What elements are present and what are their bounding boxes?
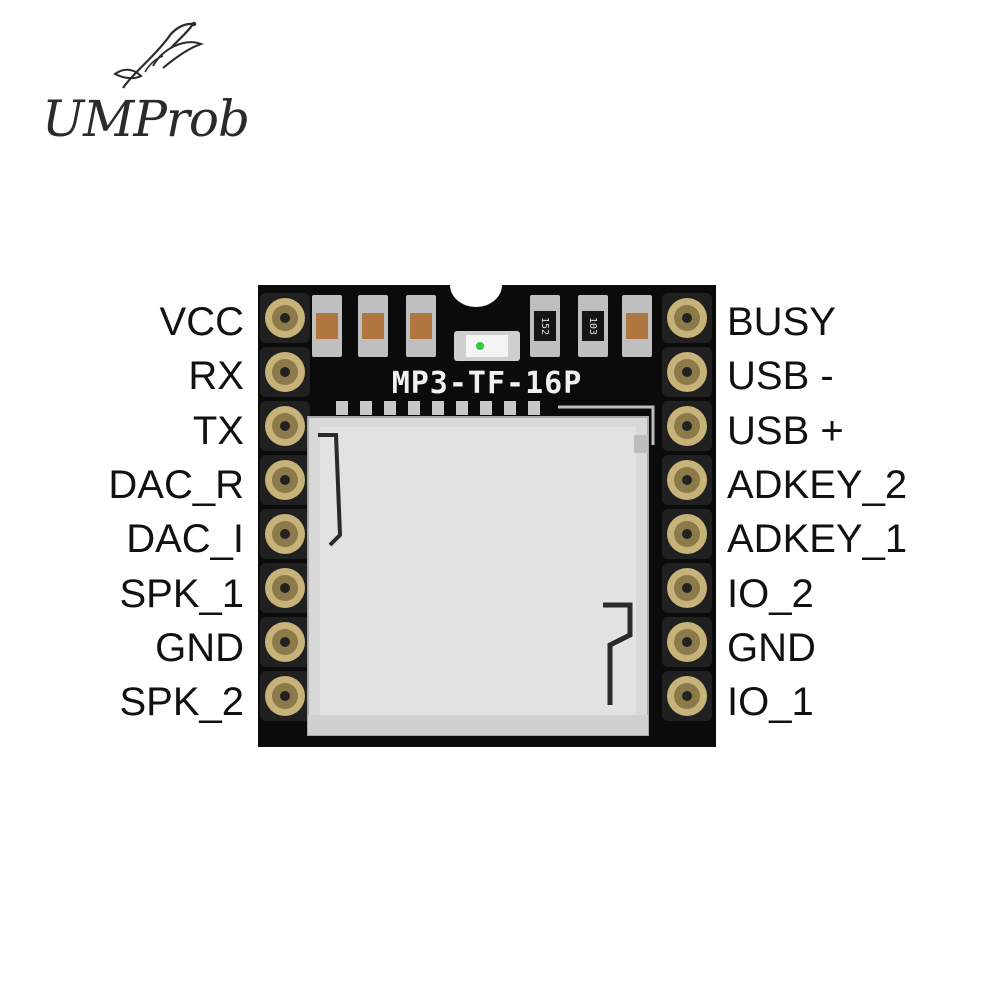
pin-label-right-6: IO_2 xyxy=(727,572,814,616)
pin-label-right-8: IO_1 xyxy=(727,680,814,724)
pin-label-left-1: VCC xyxy=(159,300,244,344)
pin-label-left-2: RX xyxy=(188,354,244,398)
pin-label-right-5: ADKEY_1 xyxy=(727,517,908,561)
status-led xyxy=(454,331,520,361)
micro-sd-card-slot xyxy=(307,416,649,736)
butterfly-logo-icon xyxy=(113,21,204,89)
pin-label-right-4: ADKEY_2 xyxy=(727,463,908,507)
resistor-marking-152: 152 xyxy=(539,317,550,335)
smd-component xyxy=(358,295,388,357)
module-silkscreen-label: MP3-TF-16P xyxy=(392,366,583,401)
pin-label-left-6: SPK_1 xyxy=(119,572,244,616)
pin-label-left-5: DAC_I xyxy=(126,517,244,561)
smd-resistor: 152 xyxy=(530,295,560,357)
pcb-trace xyxy=(558,405,655,445)
pin-label-left-3: TX xyxy=(192,409,244,453)
smd-component xyxy=(312,295,342,357)
pin-label-left-8: SPK_2 xyxy=(119,680,244,724)
brand-name: UMProb xyxy=(42,90,250,148)
smd-resistor: 103 xyxy=(578,295,608,357)
pin-label-right-2: USB - xyxy=(727,354,834,398)
smd-component xyxy=(622,295,652,357)
pin-label-left-4: DAC_R xyxy=(108,463,244,507)
right-pin-header xyxy=(662,293,712,721)
brand-logo: UMProb xyxy=(38,18,250,148)
mp3-module-board: 152 103 MP3-TF-16P xyxy=(258,285,716,747)
pin-label-left-7: GND xyxy=(155,626,244,670)
smd-component xyxy=(406,295,436,357)
resistor-marking-103: 103 xyxy=(587,317,598,335)
sd-contact-pins xyxy=(336,401,540,415)
left-pin-header xyxy=(260,293,310,721)
pin-label-right-7: GND xyxy=(727,626,816,670)
pin-label-right-1: BUSY xyxy=(727,300,836,344)
pin-label-right-3: USB + xyxy=(727,409,844,453)
